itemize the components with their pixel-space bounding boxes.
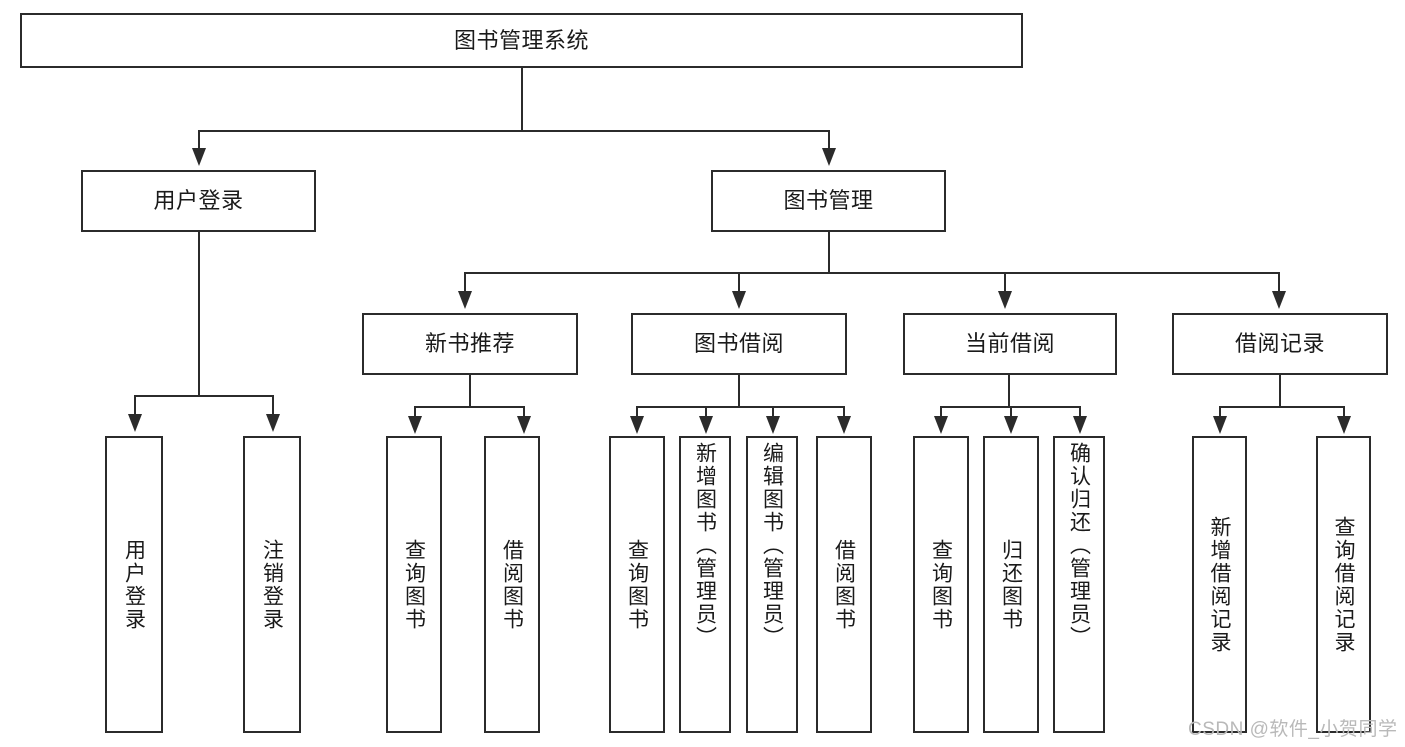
connector-cb-stem (1008, 375, 1010, 407)
node-user-login[interactable]: 用户登录 (81, 170, 316, 232)
arrow-to-leaf-borrow-book-1 (517, 416, 531, 434)
arrow-to-book-management (822, 148, 836, 166)
node-leaf-logout-login-label: 注销登录 (260, 538, 284, 631)
connector-bb-drop-2 (705, 406, 707, 418)
arrow-to-leaf-add-record (1213, 416, 1227, 434)
connector-bb-drop-3 (772, 406, 774, 418)
connector-bb-drop-1 (636, 406, 638, 418)
node-leaf-user-login-label: 用户登录 (122, 538, 146, 631)
connector-user-login-drop-1 (134, 395, 136, 416)
node-root[interactable]: 图书管理系统 (20, 13, 1023, 68)
connector-bb-drop-4 (843, 406, 845, 418)
arrow-to-new-book-recommend (458, 291, 472, 309)
arrow-to-leaf-edit-book (766, 416, 780, 434)
arrow-to-book-borrow (732, 291, 746, 309)
arrow-to-leaf-borrow-book-2 (837, 416, 851, 434)
connector-user-login-stem (198, 232, 200, 397)
node-leaf-logout-login[interactable]: 注销登录 (243, 436, 301, 733)
arrow-to-current-borrow (998, 291, 1012, 309)
node-leaf-add-book[interactable]: 新增图书（管理员） (679, 436, 731, 733)
connector-nbr-drop-2 (523, 406, 525, 418)
node-leaf-query-record[interactable]: 查询借阅记录 (1316, 436, 1371, 733)
arrow-to-leaf-query-book-1 (408, 416, 422, 434)
node-leaf-query-book-1-label: 查询图书 (402, 538, 426, 631)
node-leaf-edit-book[interactable]: 编辑图书（管理员） (746, 436, 798, 733)
node-leaf-query-book-3-label: 查询图书 (929, 538, 953, 631)
node-leaf-edit-book-label: 编辑图书（管理员） (760, 442, 784, 649)
connector-nbr-stem (469, 375, 471, 407)
arrow-to-user-login (192, 148, 206, 166)
connector-user-login-bus (134, 395, 274, 397)
node-leaf-user-login[interactable]: 用户登录 (105, 436, 163, 733)
connector-br-drop-2 (1343, 406, 1345, 418)
node-leaf-borrow-book-2[interactable]: 借阅图书 (816, 436, 872, 733)
connector-cb-drop-1 (940, 406, 942, 418)
connector-bb-bus (636, 406, 845, 408)
node-leaf-query-book-2[interactable]: 查询图书 (609, 436, 665, 733)
arrow-to-leaf-logout-login (266, 414, 280, 432)
node-current-borrow[interactable]: 当前借阅 (903, 313, 1117, 375)
node-book-management-label: 图书管理 (783, 188, 874, 214)
node-book-borrow[interactable]: 图书借阅 (631, 313, 847, 375)
node-leaf-confirm-return[interactable]: 确认归还（管理员） (1053, 436, 1105, 733)
connector-user-login-drop-2 (272, 395, 274, 416)
connector-nbr-drop-1 (414, 406, 416, 418)
watermark-text: CSDN @软件_小贺同学 (1188, 719, 1398, 740)
connector-br-stem (1279, 375, 1281, 407)
node-book-borrow-label: 图书借阅 (693, 331, 784, 357)
node-new-book-recommend-label: 新书推荐 (424, 331, 515, 357)
connector-bm-drop-3 (1004, 272, 1006, 293)
node-leaf-query-book-1[interactable]: 查询图书 (386, 436, 442, 733)
node-borrow-record[interactable]: 借阅记录 (1172, 313, 1388, 375)
node-root-label: 图书管理系统 (453, 27, 589, 53)
arrow-to-leaf-add-book (699, 416, 713, 434)
connector-book-management-bus (464, 272, 1280, 274)
connector-root-drop-right (828, 130, 830, 150)
node-current-borrow-label: 当前借阅 (964, 331, 1055, 357)
node-leaf-add-book-label: 新增图书（管理员） (693, 442, 717, 649)
node-user-login-label: 用户登录 (153, 188, 244, 214)
connector-root-bus (198, 130, 830, 132)
node-leaf-query-record-label: 查询借阅记录 (1332, 515, 1355, 654)
arrow-to-leaf-return-book (1004, 416, 1018, 434)
node-new-book-recommend[interactable]: 新书推荐 (362, 313, 578, 375)
node-leaf-query-book-2-label: 查询图书 (625, 538, 649, 631)
connector-bb-stem (738, 375, 740, 407)
arrow-to-leaf-query-book-2 (630, 416, 644, 434)
node-leaf-query-book-3[interactable]: 查询图书 (913, 436, 969, 733)
connector-br-drop-1 (1219, 406, 1221, 418)
arrow-to-leaf-query-book-3 (934, 416, 948, 434)
node-leaf-confirm-return-label: 确认归还（管理员） (1067, 442, 1091, 649)
arrow-to-leaf-user-login (128, 414, 142, 432)
node-leaf-borrow-book-1[interactable]: 借阅图书 (484, 436, 540, 733)
arrow-to-leaf-query-record (1337, 416, 1351, 434)
node-leaf-borrow-book-2-label: 借阅图书 (832, 538, 856, 631)
node-leaf-add-record[interactable]: 新增借阅记录 (1192, 436, 1247, 733)
node-book-management[interactable]: 图书管理 (711, 170, 946, 232)
connector-root-stem (521, 68, 523, 131)
arrow-to-leaf-confirm-return (1073, 416, 1087, 434)
connector-bm-drop-2 (738, 272, 740, 293)
connector-br-bus (1219, 406, 1345, 408)
connector-book-management-stem (828, 232, 830, 273)
node-leaf-return-book[interactable]: 归还图书 (983, 436, 1039, 733)
connector-bm-drop-1 (464, 272, 466, 293)
connector-nbr-bus (414, 406, 525, 408)
connector-root-drop-left (198, 130, 200, 150)
node-leaf-borrow-book-1-label: 借阅图书 (500, 538, 524, 631)
node-leaf-return-book-label: 归还图书 (999, 538, 1023, 631)
arrow-to-borrow-record (1272, 291, 1286, 309)
connector-bm-drop-4 (1278, 272, 1280, 293)
connector-cb-drop-2 (1010, 406, 1012, 418)
node-leaf-add-record-label: 新增借阅记录 (1208, 515, 1231, 654)
connector-cb-drop-3 (1079, 406, 1081, 418)
node-borrow-record-label: 借阅记录 (1234, 331, 1325, 357)
